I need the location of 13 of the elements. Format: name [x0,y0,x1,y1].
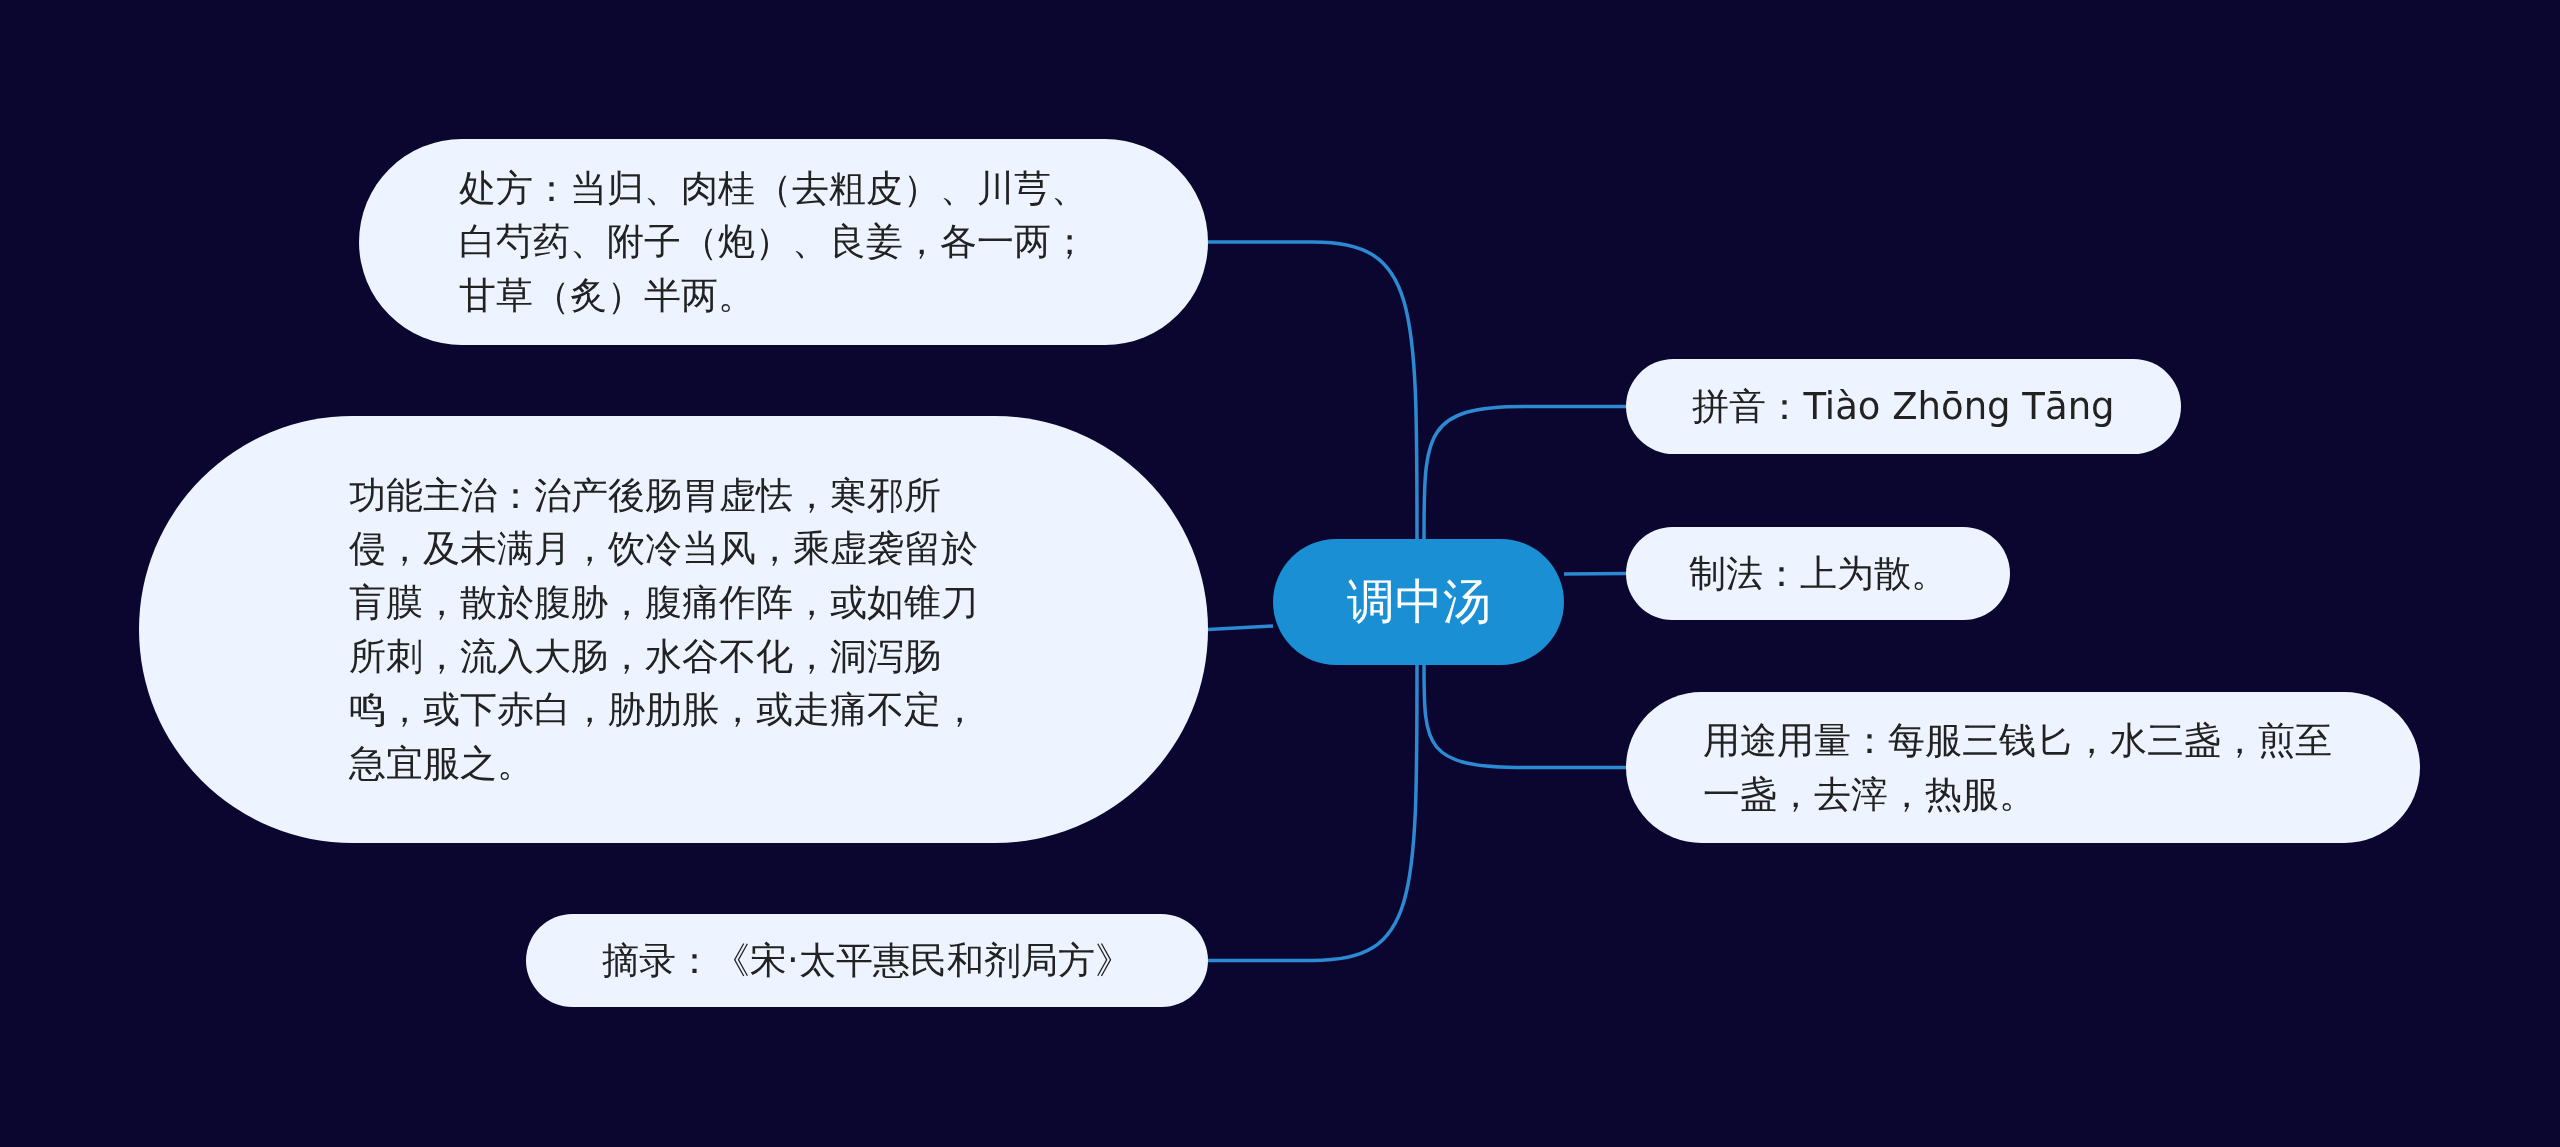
connector-line [1422,665,1626,770]
connector-line [1564,571,1626,576]
topic-text: 拼音：Tiào Zhōng Tāng [1692,383,2115,430]
topic-text: 处方：当归、肉桂（去粗皮）、川芎、白芍药、附子（炮）、良姜，各一两；甘草（炙）半两。 [458,165,1089,319]
connector-line [1207,624,1274,632]
connector-line [1208,240,1419,539]
topic-text: 调中汤 [1346,572,1491,632]
connector-line [1208,665,1419,963]
topic-text: 用途用量：每服三钱匕，水三盏，煎至一盏，去滓，热服。 [1703,717,2333,818]
connector-line [1422,404,1626,539]
topic-text: 摘录：《宋·太平惠民和剂局方》 [602,937,1132,984]
topic-text: 制法：上为散。 [1688,550,1948,597]
topic-text: 功能主治：治产後肠胃虚怯，寒邪所侵，及未满月，饮冷当风，乘虚袭留於肓膜，散於腹胁，腹痛作阵，或如锥刀所刺，流入大肠，水谷不化，洞泻肠鸣，或下赤白，胁肋胀，或走痛不定，急宜服之。 [348,472,979,787]
